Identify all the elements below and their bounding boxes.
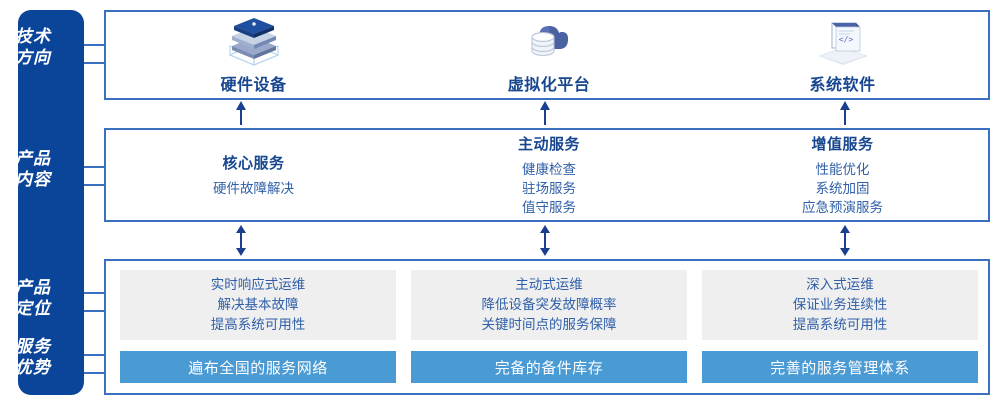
advantage-bar-service-network[interactable]: 遍布全国的服务网络 <box>120 351 396 383</box>
arrow-up-icon <box>234 101 248 130</box>
advantage-bar-management-system[interactable]: 完善的服务管理体系 <box>702 351 978 383</box>
sidebar-item-product-positioning[interactable]: 产品 定位 <box>0 277 66 319</box>
sidebar-label-line1: 技术 <box>15 27 51 46</box>
connector-line <box>84 62 108 64</box>
tech-label: 虚拟化平台 <box>507 77 591 94</box>
positioning-line: 主动式运维 <box>515 277 583 292</box>
positioning-line: 提高系统可用性 <box>792 317 888 332</box>
content-item: 性能优化 <box>815 162 870 177</box>
positioning-box-realtime[interactable]: 实时响应式运维 解决基本故障 提高系统可用性 <box>120 270 396 340</box>
connector-line <box>84 166 108 168</box>
positioning-line: 提高系统可用性 <box>210 317 306 332</box>
content-item: 系统加固 <box>815 181 870 196</box>
arrow-up-icon <box>838 101 852 130</box>
sidebar-label-line2: 定位 <box>15 299 51 318</box>
positioning-line: 降低设备突发故障概率 <box>481 297 617 312</box>
positioning-line: 关键时间点的服务保障 <box>481 317 617 332</box>
positioning-line: 深入式运维 <box>806 277 874 292</box>
sidebar-label-line2: 方向 <box>15 48 51 67</box>
connector-line <box>84 184 108 186</box>
connector-line <box>84 44 108 46</box>
arrow-up-down-icon <box>538 225 552 261</box>
content-title: 核心服务 <box>222 155 285 172</box>
connector-line <box>84 354 108 356</box>
tech-direction-panel: 硬件设备 虚拟化平台 <box>104 10 990 100</box>
tech-label: 系统软件 <box>809 77 876 94</box>
positioning-line: 实时响应式运维 <box>210 277 306 292</box>
connector-line <box>84 292 108 294</box>
tech-label: 硬件设备 <box>220 77 287 94</box>
tech-column-system-software[interactable]: </> 系统软件 <box>697 12 988 98</box>
tech-column-virtualization[interactable]: 虚拟化平台 <box>401 12 697 98</box>
cloud-database-icon <box>518 15 580 67</box>
content-item: 硬件故障解决 <box>213 181 294 196</box>
advantage-bar-spare-parts[interactable]: 完备的备件库存 <box>411 351 687 383</box>
content-column-value-added-service[interactable]: 增值服务 性能优化 系统加固 应急预演服务 <box>697 130 988 220</box>
arrow-up-down-icon <box>838 225 852 261</box>
sidebar-category-rail <box>18 10 84 395</box>
positioning-line: 保证业务连续性 <box>792 297 888 312</box>
connector-line <box>84 372 108 374</box>
sidebar-item-product-content[interactable]: 产品 内容 <box>0 148 66 190</box>
sidebar-item-service-advantage[interactable]: 服务 优势 <box>0 336 66 378</box>
content-item: 健康检查 <box>522 162 576 177</box>
product-content-panel: 核心服务 硬件故障解决 主动服务 健康检查 驻场服务 值守服务 增值服务 性能优… <box>104 128 990 222</box>
content-item: 驻场服务 <box>522 181 576 196</box>
arrow-up-icon <box>538 101 552 130</box>
content-column-core-service[interactable]: 核心服务 硬件故障解决 <box>106 130 401 220</box>
sidebar-label-line2: 优势 <box>15 358 51 377</box>
laptop-code-icon: </> <box>812 15 874 67</box>
content-title: 主动服务 <box>517 136 580 153</box>
content-item: 应急预演服务 <box>802 200 883 215</box>
content-title: 增值服务 <box>811 136 874 153</box>
positioning-line: 解决基本故障 <box>217 297 299 312</box>
tech-column-hardware[interactable]: 硬件设备 <box>106 12 401 98</box>
sidebar-label-line1: 产品 <box>15 278 51 297</box>
positioning-box-indepth[interactable]: 深入式运维 保证业务连续性 提高系统可用性 <box>702 270 978 340</box>
positioning-advantage-panel: 实时响应式运维 解决基本故障 提高系统可用性 主动式运维 降低设备突发故障概率 … <box>104 259 990 395</box>
content-item: 值守服务 <box>522 200 576 215</box>
sidebar-label-line1: 产品 <box>15 149 51 168</box>
content-column-proactive-service[interactable]: 主动服务 健康检查 驻场服务 值守服务 <box>401 130 697 220</box>
sidebar-label-line2: 内容 <box>15 170 51 189</box>
connector-line <box>84 310 108 312</box>
svg-text:</>: </> <box>838 35 853 44</box>
positioning-box-proactive[interactable]: 主动式运维 降低设备突发故障概率 关键时间点的服务保障 <box>411 270 687 340</box>
sidebar-item-tech-direction[interactable]: 技术 方向 <box>0 26 66 68</box>
sidebar-label-line1: 服务 <box>15 337 51 356</box>
arrow-up-down-icon <box>234 225 248 261</box>
server-stack-icon <box>223 15 285 67</box>
